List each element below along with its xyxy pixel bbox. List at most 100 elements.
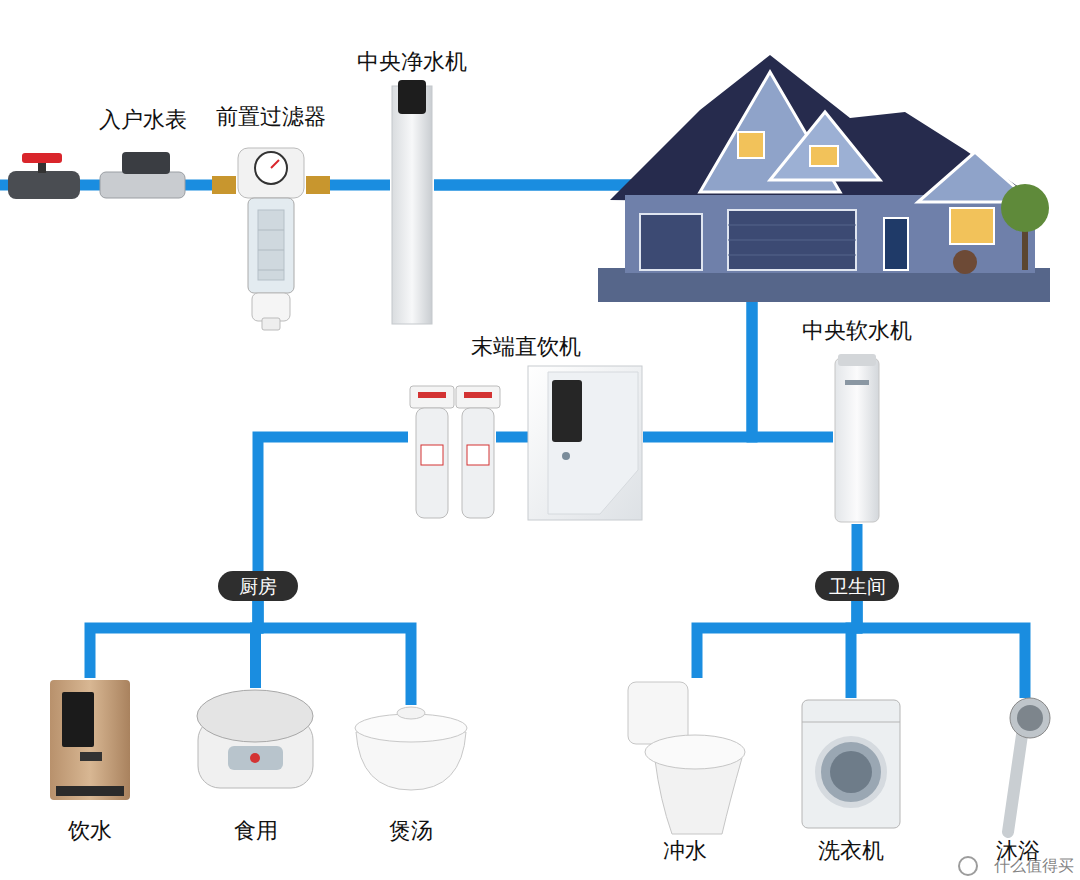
house-window <box>810 146 838 166</box>
driveway <box>598 268 1050 302</box>
cartridge-head <box>410 386 454 408</box>
shower-face <box>1017 705 1043 731</box>
filter-head <box>238 148 304 198</box>
device-label: 末端直饮机 <box>471 334 581 360</box>
device-node: 洗衣机 <box>800 698 902 830</box>
washer-door <box>818 739 884 805</box>
brass-fitting <box>212 176 236 194</box>
filter-bowl <box>248 198 294 293</box>
water-pipe <box>697 601 857 678</box>
house-roof <box>610 55 1045 205</box>
device-label: 食用 <box>234 818 278 844</box>
garage-door <box>728 210 856 270</box>
water-pipe <box>90 601 258 678</box>
water-pipe <box>258 437 408 571</box>
device-node: 食用 <box>193 688 318 793</box>
room-label: 卫生间 <box>829 574 886 598</box>
cartridge-mark <box>418 392 446 398</box>
drip-tray <box>56 786 124 796</box>
dispenser-body <box>50 680 130 800</box>
device-label: 中央净水机 <box>357 49 467 75</box>
room-pill: 卫生间 <box>815 571 899 601</box>
mesh-line <box>258 250 284 251</box>
mesh-line <box>258 270 284 271</box>
device-node: 中央软水机 <box>833 352 881 524</box>
door-line <box>728 225 856 226</box>
cooker-button <box>250 753 260 763</box>
door-line <box>728 240 856 241</box>
device-node: 末端直饮机 <box>408 362 643 522</box>
device-node: 入户水表 <box>100 155 185 215</box>
drain-valve <box>262 318 280 330</box>
watermark: 什么值得买 <box>994 856 1074 876</box>
meter-body <box>100 172 185 198</box>
device-node: 煲汤 <box>352 705 470 790</box>
shower-head <box>1010 698 1050 738</box>
valve-handle <box>22 153 62 163</box>
washer-panel-line <box>802 722 900 723</box>
cooker-lid <box>197 690 313 742</box>
cartridge-mark <box>464 392 492 398</box>
door-line <box>728 255 856 256</box>
device-node: 冲水 <box>625 678 745 836</box>
drinker-logo <box>562 452 570 460</box>
shower-handle <box>1008 735 1022 832</box>
washer-glass <box>830 751 872 793</box>
dispenser-panel <box>62 692 94 747</box>
pot-knob <box>397 707 425 719</box>
cooker-panel <box>228 746 283 770</box>
device-label: 冲水 <box>663 838 707 864</box>
softener-badge <box>845 380 869 385</box>
device-node: 前置过滤器 <box>222 140 320 330</box>
device-node: 饮水 <box>48 678 132 802</box>
tree-crown <box>953 250 977 274</box>
device-label: 入户水表 <box>99 107 187 133</box>
house-wall <box>625 195 1035 273</box>
water-pipe <box>857 601 1025 698</box>
cartridge-tag <box>421 445 443 465</box>
drinker-box <box>528 366 642 520</box>
brass-fitting <box>306 176 330 194</box>
watermark-logo <box>959 857 977 875</box>
purifier-column <box>392 86 432 324</box>
water-pipe <box>852 524 863 571</box>
device-label: 煲汤 <box>389 818 433 844</box>
device-label: 前置过滤器 <box>216 104 326 130</box>
drinker-panel <box>552 380 582 442</box>
filter-cap <box>252 293 290 321</box>
valve-body <box>8 171 80 199</box>
filter-mesh <box>258 210 284 280</box>
toilet-bowl <box>645 735 745 769</box>
cartridge-head <box>456 386 500 408</box>
water-pipe <box>320 180 390 191</box>
device-node: 沐浴 <box>985 698 1050 833</box>
filter-cartridge <box>462 408 494 518</box>
filter-cartridge <box>416 408 448 518</box>
device-label: 中央软水机 <box>802 318 912 344</box>
purifier-top <box>398 80 426 114</box>
tree-crown <box>1001 184 1049 232</box>
house-window <box>738 132 764 158</box>
drinker-front <box>548 372 638 514</box>
cartridge-tag <box>467 445 489 465</box>
dispenser-spout <box>80 752 102 761</box>
gauge-needle <box>271 160 279 168</box>
washer-body <box>802 700 900 828</box>
softener-body <box>835 358 879 522</box>
meter-head <box>122 152 170 174</box>
room-pill: 厨房 <box>218 571 298 601</box>
device-label: 洗衣机 <box>818 838 884 864</box>
mesh-line <box>258 230 284 231</box>
house-gable <box>770 112 880 180</box>
softener-top <box>838 354 876 366</box>
front-door <box>884 218 908 270</box>
water-pipe <box>258 601 411 705</box>
pressure-gauge <box>255 152 287 184</box>
garage-door <box>640 214 702 270</box>
device-node: 中央净水机 <box>390 80 434 325</box>
toilet-tank <box>628 682 688 744</box>
house-window <box>950 208 994 244</box>
device-label: 饮水 <box>68 818 112 844</box>
room-label: 厨房 <box>239 574 277 598</box>
